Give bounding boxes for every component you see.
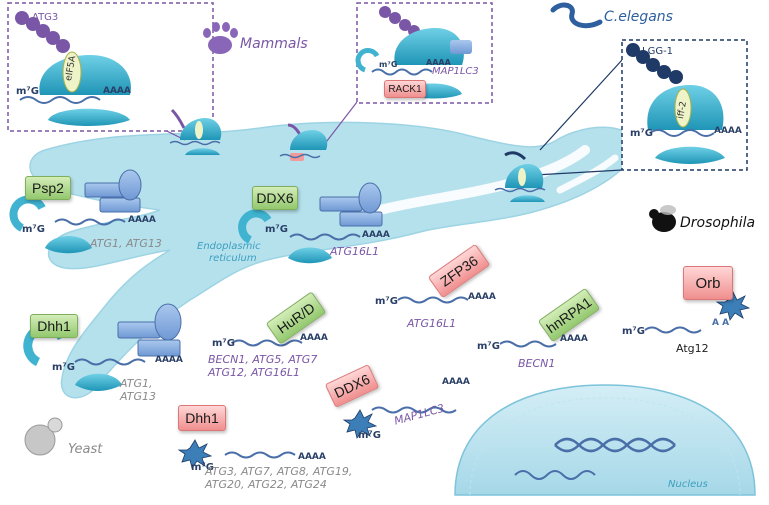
dna-double-helix — [554, 437, 676, 453]
paw-icon — [203, 22, 238, 54]
orb-tail: A A — [712, 318, 730, 328]
yeast-label: Yeast — [68, 442, 103, 457]
starburst-markers — [177, 291, 751, 469]
dhh1-cyt-tail: AAAA — [298, 452, 326, 462]
atg3-inset-protein: ATG3 — [32, 12, 59, 23]
er-label: Endoplasmic reticulum — [197, 241, 261, 264]
atg3-inset-cap: m⁷G — [16, 86, 40, 97]
fly-icon — [649, 205, 676, 232]
ddx6-er-complex — [238, 182, 383, 264]
rack1-inset-tail: AAAA — [426, 58, 451, 67]
hnrpa1-targets: BECN1 — [518, 357, 556, 370]
hur-cap: m⁷G — [212, 338, 236, 349]
ddx6-er-tail: AAAA — [362, 230, 390, 240]
drosophila-label: Drosophila — [680, 215, 756, 231]
cytosolic-mrnas — [224, 296, 702, 459]
mrna-strand-nuclear — [514, 470, 596, 480]
zfp36-targets: ATG16L1 — [407, 317, 457, 330]
zfp36-cap: m⁷G — [375, 296, 399, 307]
ddx6-er-cap: m⁷G — [265, 224, 289, 235]
dhh1-er-badge: Dhh1 — [30, 314, 78, 338]
dhh1-cyt-cap: m⁷G — [191, 462, 215, 473]
ddx6-cyt-cap: m⁷G — [358, 430, 382, 441]
orb-badge: Orb — [683, 266, 733, 300]
mammals-label: Mammals — [240, 36, 308, 52]
er-ribosome-3 — [494, 151, 546, 202]
dhh1-cyt-targets-line1: ATG3, ATG7, ATG8, ATG19, — [205, 465, 353, 478]
orb-targets: Atg12 — [676, 342, 709, 355]
dhh1-cyt-targets: ATG3, ATG7, ATG8, ATG19, ATG20, ATG22, A… — [205, 465, 353, 491]
psp2-tail: AAAA — [128, 215, 156, 225]
dhh1-er-targets: ATG1, ATG13 — [120, 377, 156, 403]
nucleus-label: Nucleus — [668, 479, 708, 490]
er-ribosome-1 — [169, 108, 222, 155]
lgg-inset-illustration — [626, 43, 725, 164]
rack1-inset-illustration — [355, 6, 472, 99]
psp2-badge: Psp2 — [25, 176, 71, 200]
dhh1-cyt-targets-line2: ATG20, ATG22, ATG24 — [205, 477, 327, 491]
hnrpa1-cap: m⁷G — [477, 341, 501, 352]
hnrpa1-tail: AAAA — [560, 334, 588, 344]
ddx6-cyt-tail: AAAA — [442, 377, 470, 387]
lgg-inset-tail: AAAA — [714, 126, 742, 136]
lgg-inset-cap: m⁷G — [630, 128, 654, 139]
psp2-cap: m⁷G — [22, 224, 46, 235]
rack1-inset-mrna: MAP1LC3 — [432, 66, 479, 77]
psp2-targets: ATG1, ATG13 — [90, 237, 162, 250]
c-elegans-label: C.elegans — [604, 9, 673, 25]
atg3-inset-tail: AAAA — [103, 86, 131, 96]
orb-cap: m⁷G — [622, 326, 646, 337]
yeast-icon — [24, 417, 63, 456]
ddx6-er-badge: DDX6 — [252, 186, 298, 210]
hur-tail: AAAA — [300, 333, 328, 343]
nucleus — [454, 384, 756, 496]
dhh1-er-targets-line1: ATG1, — [120, 377, 153, 390]
worm-icon — [550, 2, 603, 29]
rack1-inset-cap: m⁷G — [379, 60, 398, 69]
hur-targets-line1: BECN1, ATG5, ATG7 — [208, 353, 318, 366]
er-ribosome-2 — [279, 123, 328, 161]
dhh1-er-tail: AAAA — [155, 355, 183, 365]
er-label-line1: Endoplasmic — [197, 241, 261, 252]
dhh1-er-cap: m⁷G — [52, 362, 76, 373]
endoplasmic-reticulum — [29, 121, 637, 399]
dhh1-er-targets-line2: ATG13 — [120, 389, 156, 403]
hur-targets: BECN1, ATG5, ATG7 ATG12, ATG16L1 — [208, 353, 318, 379]
dhh1-cyt-badge: Dhh1 — [178, 405, 226, 431]
er-label-line2: reticulum — [208, 252, 257, 264]
lgg-inset-protein: LGG-1 — [642, 46, 674, 57]
rack1-badge: RACK1 — [384, 80, 426, 98]
ddx6-er-targets: ATG16L1 — [330, 245, 380, 258]
zfp36-tail: AAAA — [468, 292, 496, 302]
hur-targets-line2: ATG12, ATG16L1 — [208, 365, 301, 379]
atg3-inset-illustration — [15, 11, 131, 126]
psp2-complex — [9, 169, 142, 254]
